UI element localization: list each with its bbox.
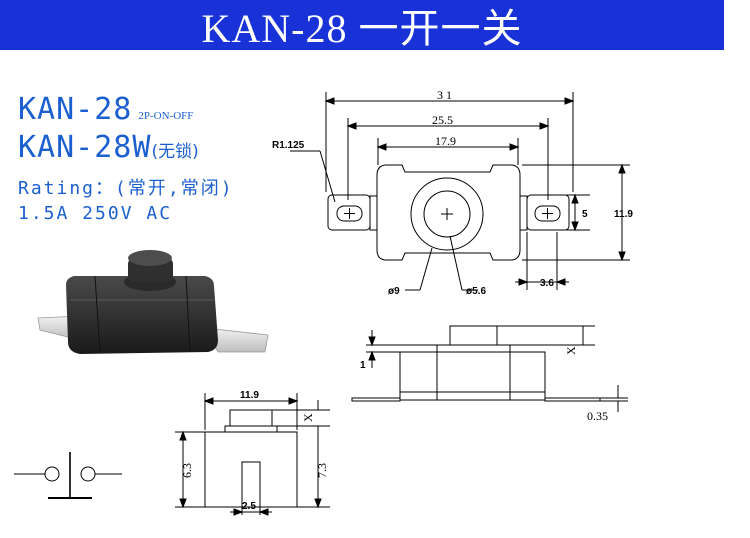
side-view-labels: 1 X 0.35 [360, 346, 608, 423]
side-button [449, 325, 498, 346]
model-contact-type: 2P-ON-OFF [138, 110, 194, 122]
rating-line: Rating：(常开,常闭) [18, 178, 234, 199]
dim-6-3-label: 6.3 [180, 463, 194, 478]
switch-body [66, 276, 218, 354]
front-view-labels: 11.9 X 6.3 7.3 2.5 [180, 390, 329, 512]
top-view-labels: 3 1 25.5 17.9 R1.125 5 11.9 3.6 ø9 ø5.6 [272, 88, 633, 297]
dim-7-3-label: 7.3 [315, 463, 329, 478]
dim-11-9-front-label: 11.9 [240, 390, 259, 401]
model-w-note: (无锁) [151, 142, 199, 162]
dim-31-label: 3 1 [437, 88, 452, 102]
dim-1-label: 1 [360, 360, 366, 371]
model-kan28: KAN-28 2P-ON-OFF [18, 92, 193, 127]
side-body [399, 351, 546, 401]
front-button [229, 409, 273, 427]
front-body [204, 431, 298, 508]
button-outer-circle [410, 177, 484, 251]
body-outline [376, 164, 521, 261]
dim-25-5-label: 25.5 [432, 113, 453, 127]
product-photo [37, 250, 269, 354]
dim-5-label: 5 [582, 209, 588, 220]
dim-11-9-label: 11.9 [614, 209, 633, 220]
page-title: KAN-28 一开一关 [201, 6, 523, 51]
dim-3-6-label: 3.6 [540, 278, 554, 289]
button-inner-circle [423, 190, 471, 238]
model-kan28w: KAN-28W(无锁) [18, 130, 199, 165]
title-banner: KAN-28 一开一关 [0, 0, 724, 51]
dim-17-9-label: 17.9 [435, 134, 456, 148]
dim-phi5-6-label: ø5.6 [466, 286, 486, 297]
left-tab-outline [327, 194, 371, 231]
dim-x-label-side: X [564, 346, 578, 355]
dim-x-label-front: X [301, 413, 315, 422]
model-name: KAN-28 [18, 92, 133, 127]
dim-2-5-label: 2.5 [242, 501, 256, 512]
right-tab-outline [526, 194, 570, 231]
dim-radius-label: R1.125 [272, 140, 305, 151]
switch-symbol [14, 452, 122, 499]
top-view-drawing [290, 92, 630, 291]
dim-0-35-label: 0.35 [587, 409, 608, 423]
model-name-w: KAN-28W [18, 130, 152, 165]
side-view-drawing [351, 325, 628, 412]
dim-phi9-label: ø9 [388, 286, 400, 297]
electrical-rating: 1.5A 250V AC [18, 203, 173, 224]
front-view-drawing [175, 393, 330, 516]
